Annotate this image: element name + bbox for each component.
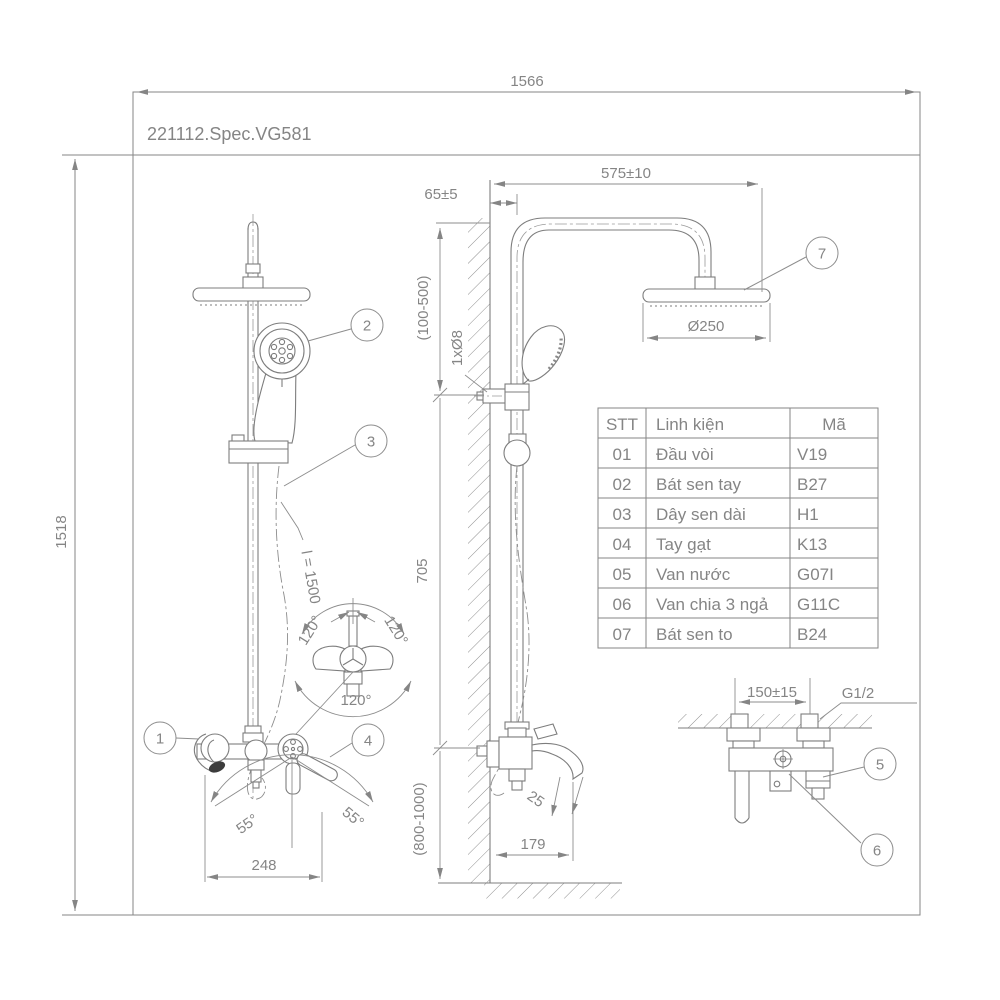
height-adjust-label: (100-500) bbox=[415, 275, 432, 340]
diverter-rotation-detail bbox=[284, 598, 412, 747]
valve-detail bbox=[678, 678, 917, 824]
callout-number: 2 bbox=[363, 318, 371, 335]
hand-shower-front bbox=[253, 322, 311, 444]
rotation-right-label: 120° bbox=[380, 613, 411, 648]
callout-5: 5 bbox=[822, 747, 897, 781]
floor-hatch bbox=[484, 883, 620, 899]
spout-reach-label: 179 bbox=[520, 836, 545, 853]
spout-angle-dim bbox=[551, 776, 584, 817]
row-part: Van nước bbox=[656, 565, 731, 584]
col-header-part: Linh kiện bbox=[656, 415, 724, 434]
swing-left-label: 55° bbox=[233, 811, 261, 838]
row-no: 05 bbox=[613, 565, 632, 584]
callout-4: 4 bbox=[329, 723, 385, 758]
front-width-dim bbox=[204, 775, 323, 882]
col-header-no: STT bbox=[606, 415, 638, 434]
overall-width-label: 1566 bbox=[510, 73, 543, 90]
side-dims bbox=[432, 181, 771, 879]
hand-shower-side bbox=[503, 325, 566, 467]
detail-wall-hatch bbox=[678, 714, 872, 728]
row-part: Đầu vòi bbox=[656, 445, 714, 464]
mount-hole-label: 1xØ8 bbox=[449, 330, 466, 366]
row-part: Tay gạt bbox=[656, 535, 711, 554]
lever-front-rotated bbox=[296, 753, 338, 782]
detail-dims bbox=[734, 678, 917, 720]
sheet-border bbox=[62, 89, 921, 916]
row-code: B27 bbox=[797, 475, 827, 494]
parts-table-text: STT Linh kiện Mã 01 Đầu vòi V19 02 Bát s… bbox=[606, 415, 846, 644]
wall-hatch bbox=[468, 218, 490, 883]
row-no: 01 bbox=[613, 445, 632, 464]
row-part: Bát sen to bbox=[656, 625, 733, 644]
table-row: 03 Dây sen dài H1 bbox=[613, 505, 819, 524]
row-no: 07 bbox=[613, 625, 632, 644]
callouts: 1 2 3 4 5 6 7 bbox=[143, 236, 897, 867]
rain-head-side bbox=[642, 276, 771, 307]
callout-number: 3 bbox=[367, 434, 375, 451]
row-code: G07I bbox=[797, 565, 834, 584]
row-code: H1 bbox=[797, 505, 819, 524]
callout-1: 1 bbox=[143, 721, 200, 755]
row-code: V19 bbox=[797, 445, 827, 464]
row-code: K13 bbox=[797, 535, 827, 554]
thread-size-label: G1/2 bbox=[842, 685, 875, 702]
front-view bbox=[192, 214, 412, 882]
mixer-front bbox=[193, 725, 338, 795]
rotation-left-label: 120° bbox=[295, 613, 326, 648]
front-width-label: 248 bbox=[251, 857, 276, 874]
rain-head-front bbox=[192, 287, 311, 306]
row-no: 06 bbox=[613, 595, 632, 614]
callout-number: 4 bbox=[364, 733, 372, 750]
table-row: 02 Bát sen tay B27 bbox=[613, 475, 828, 494]
callout-number: 5 bbox=[876, 757, 884, 774]
row-no: 02 bbox=[613, 475, 632, 494]
table-row: 04 Tay gạt K13 bbox=[613, 535, 828, 554]
install-height-label: (800-1000) bbox=[411, 782, 428, 855]
lever-front bbox=[285, 762, 301, 795]
col-header-code: Mã bbox=[822, 415, 846, 434]
inlet-spacing-label: 150±15 bbox=[747, 684, 797, 701]
arm-length-label: 575±10 bbox=[601, 165, 651, 182]
row-part: Bát sen tay bbox=[656, 475, 742, 494]
column-height-label: 705 bbox=[414, 558, 431, 583]
swing-right-label: 55° bbox=[339, 804, 367, 832]
row-part: Dây sen dài bbox=[656, 505, 746, 524]
table-row: 05 Van nước G07I bbox=[613, 565, 834, 584]
callout-2: 2 bbox=[307, 308, 384, 342]
callout-number: 1 bbox=[156, 731, 164, 748]
row-code: G11C bbox=[797, 595, 840, 614]
row-code: B24 bbox=[797, 625, 827, 644]
callout-6: 6 bbox=[788, 773, 894, 867]
table-row: 01 Đầu vòi V19 bbox=[613, 445, 828, 464]
rotation-bottom-label: 120° bbox=[340, 692, 371, 709]
row-no: 03 bbox=[613, 505, 632, 524]
hose-length-label: l = 1500 bbox=[297, 549, 323, 605]
spout-opening bbox=[208, 761, 226, 773]
callout-number: 6 bbox=[873, 843, 881, 860]
spout-angle-label: 25 bbox=[524, 788, 547, 811]
parts-table bbox=[597, 407, 879, 649]
swing-fan bbox=[210, 754, 374, 848]
drawing-title: 221112.Spec.VG581 bbox=[147, 124, 311, 144]
mixer-side bbox=[476, 721, 584, 791]
head-diameter-label: Ø250 bbox=[688, 318, 725, 335]
callout-3: 3 bbox=[283, 424, 388, 487]
table-row: 07 Bát sen to B24 bbox=[613, 625, 828, 644]
row-no: 04 bbox=[613, 535, 632, 554]
callout-number: 7 bbox=[818, 246, 826, 263]
callout-7: 7 bbox=[743, 236, 839, 291]
table-row: 06 Van chia 3 ngả G11C bbox=[613, 595, 841, 614]
overall-height-label: 1518 bbox=[53, 515, 70, 548]
side-view bbox=[432, 180, 771, 899]
row-part: Van chia 3 ngả bbox=[656, 595, 769, 614]
hose-side bbox=[490, 465, 530, 796]
wall-offset-label: 65±5 bbox=[424, 186, 457, 203]
slider-bracket-front bbox=[228, 434, 289, 464]
